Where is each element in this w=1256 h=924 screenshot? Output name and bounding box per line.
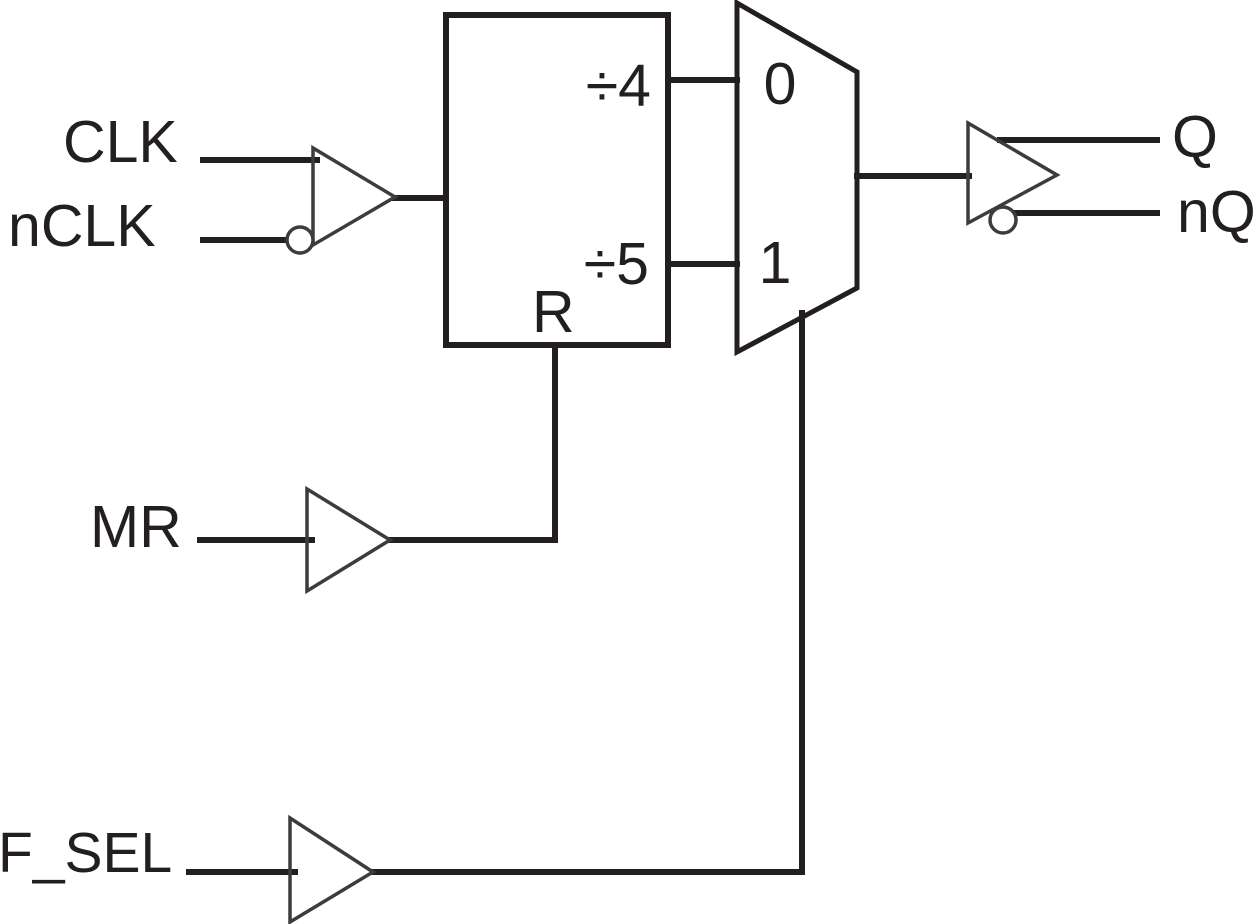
output-buffer <box>966 119 1061 226</box>
clk-label: CLK <box>63 109 178 175</box>
nclk-label: nCLK <box>8 193 156 259</box>
reset-wire <box>388 342 558 543</box>
q-label: Q <box>1172 104 1218 170</box>
nq-label: nQ <box>1177 179 1256 245</box>
div5-label: ÷5 <box>584 231 649 297</box>
divider-block <box>443 12 671 348</box>
nq-inversion-bubble-icon <box>988 205 1018 235</box>
nclk-inversion-bubble-icon <box>285 225 315 255</box>
clock-input-buffer <box>311 144 399 249</box>
mux-symbol <box>734 0 860 357</box>
mux-input0-label: 0 <box>764 51 797 117</box>
div4-label: ÷4 <box>586 53 651 119</box>
mr-input-buffer <box>305 485 394 595</box>
reset-label: R <box>532 279 575 345</box>
mux-input1-label: 1 <box>759 230 792 296</box>
mr-label: MR <box>90 494 182 560</box>
fsel-input-buffer <box>288 814 377 924</box>
fsel-label: F_SEL <box>0 821 172 885</box>
